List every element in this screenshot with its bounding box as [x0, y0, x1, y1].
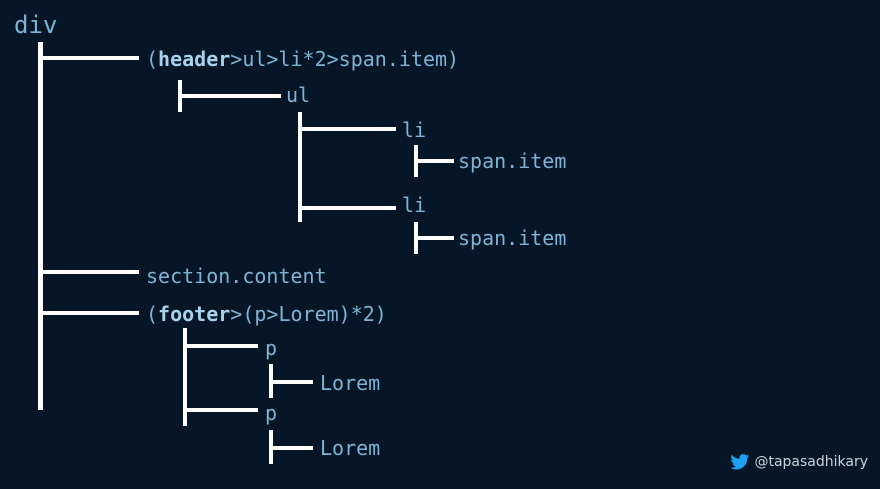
li-node-label-1: li — [402, 118, 427, 142]
header-open-paren: ( — [146, 47, 159, 71]
lorem-node-label-1: Lorem — [320, 371, 381, 395]
footer-node-label: (footer>(p>Lorem)*2) — [146, 302, 387, 326]
span-2-tee-bar — [414, 236, 454, 240]
li-2-branch-line — [298, 206, 396, 210]
footer-branch-line — [38, 311, 139, 315]
span-item-node-label-2: span.item — [458, 226, 567, 250]
section-branch-line — [38, 270, 139, 274]
lorem-1-tee-bar — [269, 380, 313, 384]
header-node-label: (header>ul>li*2>span.item) — [146, 47, 459, 71]
p-node-label-1: p — [265, 336, 278, 360]
footer-keyword: footer — [158, 302, 231, 326]
ul-node-label: ul — [286, 83, 311, 107]
root-node-label: div — [14, 11, 58, 39]
lorem-2-tee-bar — [269, 446, 313, 450]
twitter-handle[interactable]: @tapasadhikary — [754, 454, 868, 470]
header-keyword: header — [158, 47, 231, 71]
header-rest: >ul>li*2>span.item) — [230, 47, 460, 71]
li-node-label-2: li — [402, 193, 427, 217]
p-2-branch-line — [183, 408, 258, 412]
author-credit: @tapasadhikary — [730, 454, 868, 470]
lorem-node-label-2: Lorem — [320, 436, 381, 460]
footer-open-paren: ( — [146, 302, 159, 326]
span-1-tee-bar — [414, 159, 454, 163]
li-1-branch-line — [298, 127, 396, 131]
footer-rest: >(p>Lorem)*2) — [230, 302, 387, 326]
ul-tee-bar — [178, 94, 281, 98]
span-item-node-label-1: span.item — [458, 149, 567, 173]
root-trunk-line — [38, 42, 43, 410]
p-node-label-2: p — [265, 401, 278, 425]
twitter-icon — [730, 454, 750, 470]
ul-children-trunk — [298, 112, 302, 222]
section-node-label: section.content — [146, 264, 327, 288]
footer-children-trunk — [183, 328, 187, 426]
p-1-branch-line — [183, 344, 258, 348]
header-branch-line — [38, 56, 139, 60]
